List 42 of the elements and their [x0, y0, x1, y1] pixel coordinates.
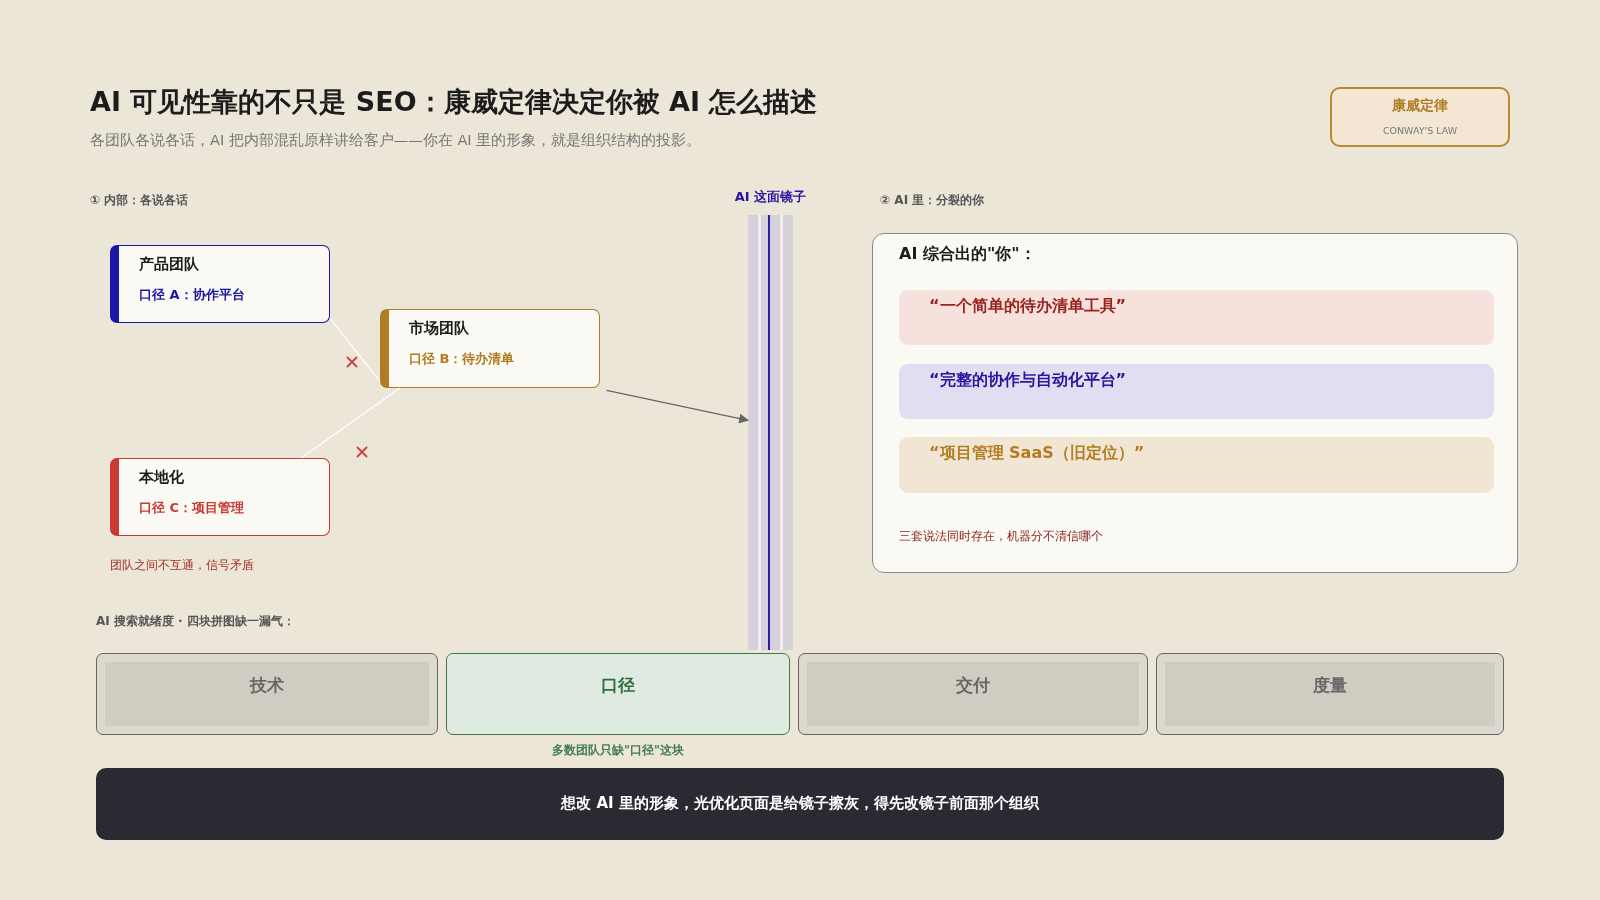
tile-label: 技术: [248, 674, 285, 697]
team-name: 市场团队: [409, 319, 469, 338]
tile-label: 度量: [1312, 674, 1348, 697]
tile-label: 口径: [600, 674, 636, 697]
mirror-heading: AI 这面镜子: [733, 188, 808, 206]
team-message: 口径 A：协作平台: [139, 286, 245, 304]
result-panel: [872, 233, 1518, 573]
quote-text: “完整的协作与自动化平台”: [929, 370, 1127, 391]
team-card: [110, 245, 330, 323]
puzzle-tile: [96, 653, 438, 735]
description-band: [899, 437, 1494, 493]
badge-subtitle: CONWAY'S LAW: [1381, 125, 1459, 136]
team-card: [380, 309, 600, 388]
connector-line: [300, 387, 401, 459]
description-band: [899, 290, 1494, 345]
conclusion-text: 想改 AI 里的形象，光优化页面是给镜子擦灰，得先改镜子前面那个组织: [559, 794, 1040, 813]
conclusion-bar: [96, 768, 1504, 840]
section-label: ② AI 里：分裂的你: [880, 192, 985, 209]
tile-note: 多数团队只缺"口径"这块: [551, 743, 685, 758]
panel-note: 三套说法同时存在，机器分不清信哪个: [899, 528, 1103, 545]
puzzle-tile: [798, 653, 1148, 735]
arrow: [605, 389, 749, 424]
tile-label: 交付: [955, 674, 991, 697]
team-name: 产品团队: [139, 255, 199, 274]
connector-line: [329, 317, 381, 383]
team-message: 口径 C：项目管理: [139, 499, 245, 517]
description-band: [899, 364, 1494, 419]
badge-title: 康威定律: [1391, 97, 1449, 115]
quote-text: “项目管理 SaaS（旧定位）”: [929, 443, 1145, 464]
quote-text: “一个简单的待办清单工具”: [929, 296, 1127, 317]
section-label: AI 搜索就绪度 · 四块拼图缺一漏气：: [96, 613, 295, 630]
title: AI 可见性靠的不只是 SEO：康威定律决定你被 AI 怎么描述: [90, 85, 818, 119]
puzzle-tile: [1156, 653, 1504, 735]
section-label: ① 内部：各说各话: [90, 192, 189, 209]
team-card: [110, 458, 330, 536]
team-name: 本地化: [139, 468, 184, 487]
panel-heading: AI 综合出的"你"：: [899, 244, 1036, 265]
team-message: 口径 B：待办清单: [409, 350, 515, 368]
badge-card: [1330, 87, 1510, 147]
puzzle-tile: [446, 653, 790, 735]
note-text: 团队之间不互通，信号矛盾: [110, 557, 254, 574]
subtitle: 各团队各说各话，AI 把内部混乱原样讲给客户——你在 AI 里的形象，就是组织结构的投影。: [90, 131, 702, 150]
